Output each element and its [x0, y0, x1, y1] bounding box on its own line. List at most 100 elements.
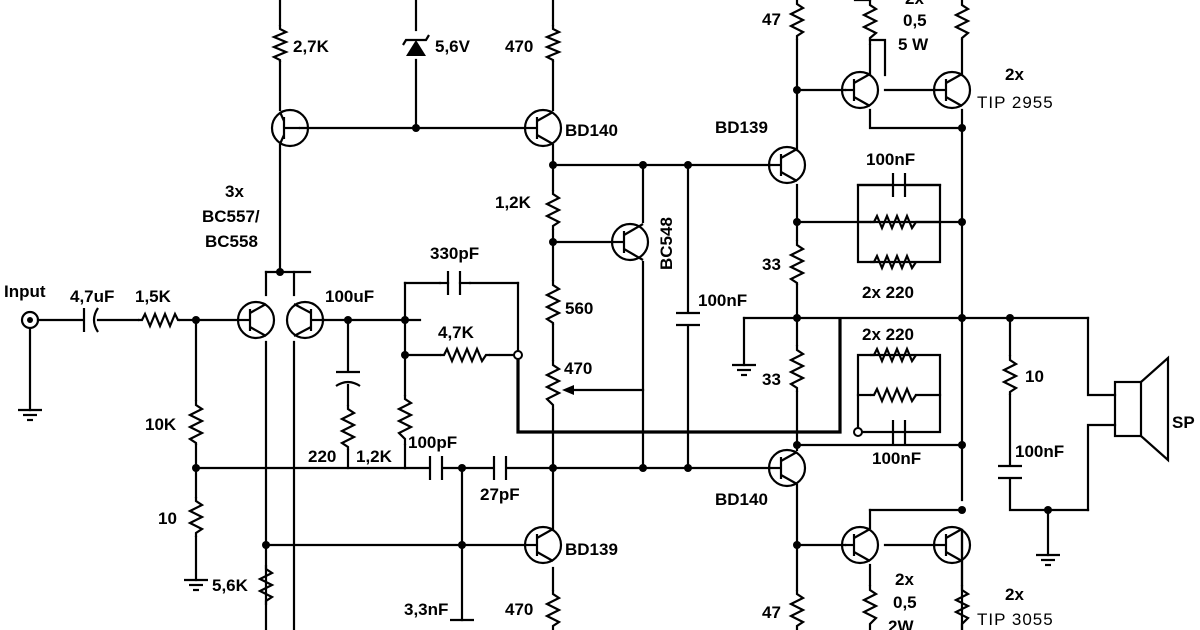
label-4k7: 4,7K [438, 323, 475, 342]
resistor-220-bottom-a [870, 346, 917, 364]
label-bd140-driver: BD140 [715, 490, 768, 509]
resistor-1k2-mid [544, 190, 562, 230]
capacitor-100uf [335, 370, 361, 387]
resistor-10k [187, 400, 205, 445]
label-r-33-top: 33 [762, 255, 781, 274]
capacitor-100nf-top [856, 173, 942, 197]
label-r-47-top: 47 [762, 10, 781, 29]
resistor-emitter-bottom-b [953, 585, 971, 630]
resistor-1k5 [138, 311, 180, 329]
resistor-1k2-left [396, 395, 414, 445]
resistor-220-left [339, 405, 357, 450]
resistor-emitter-bottom-a [861, 585, 879, 630]
capacitor-100nf-bottom [891, 420, 907, 444]
potentiometer-470 [544, 360, 562, 410]
capacitor-100pf [428, 456, 444, 480]
transistor-bd139-bottom [523, 525, 563, 565]
capacitor-zobel [998, 464, 1022, 480]
label-zobel-c: 100nF [1015, 442, 1064, 461]
ground-speaker [1036, 553, 1060, 567]
ground-symbols [18, 363, 1060, 592]
label-r-220-left: 220 [308, 447, 336, 466]
capacitor-27pf [492, 456, 508, 480]
resistor-220-top-a [870, 213, 940, 231]
label-3x: 3x [225, 182, 244, 201]
resistors [138, 0, 1019, 630]
transistor-bd140-top [523, 108, 563, 148]
ground-feedback [184, 578, 208, 592]
label-zener: 5,6V [435, 37, 471, 56]
capacitor-4u7 [82, 307, 99, 333]
label-tip3055-qty: 2x [1005, 585, 1024, 604]
transistor-tip3055-b [932, 525, 972, 565]
capacitor-100nf-mid [676, 311, 700, 327]
component-labels: Input 4,7uF 1,5K 10K 10 5,6K 2,7K 5,6V 4… [4, 0, 1195, 630]
label-re-bot-val: 0,5 [893, 593, 917, 612]
label-100nf-bottom: 100nF [872, 449, 921, 468]
label-re-top-qty: 2x [905, 0, 924, 8]
label-speaker: SP [1172, 413, 1195, 432]
transistor-bd140-driver [767, 448, 807, 488]
label-pot-470: 470 [564, 359, 592, 378]
label-bc548: BC548 [657, 217, 676, 270]
label-zobel-r: 10 [1025, 367, 1044, 386]
label-re-bot-pow: 2W [888, 617, 914, 630]
junction-dots [192, 86, 1052, 549]
label-100nf-top: 100nF [866, 150, 915, 169]
label-bc558: BC558 [205, 232, 258, 251]
label-r-33-bottom: 33 [762, 370, 781, 389]
resistor-33-top [788, 240, 806, 285]
label-bc557: BC557/ [202, 207, 260, 226]
resistor-220-bottom-b [870, 386, 917, 404]
label-bd140-top: BD140 [565, 121, 618, 140]
zener-diode [402, 34, 430, 56]
label-r-560: 560 [565, 299, 593, 318]
transistor-tip3055-a [840, 525, 880, 565]
label-r-10k: 10K [145, 415, 177, 434]
label-tip2955-qty: 2x [1005, 65, 1024, 84]
resistor-10 [187, 497, 205, 537]
resistor-4k7 [440, 346, 490, 364]
label-tip3055: TIP 3055 [977, 610, 1054, 629]
label-tip2955: TIP 2955 [977, 93, 1054, 112]
label-re-top-val: 0,5 [903, 11, 927, 30]
label-100nf-mid: 100nF [698, 291, 747, 310]
transistor-bc548 [610, 222, 650, 262]
label-r-1k2-mid: 1,2K [495, 193, 532, 212]
label-2x220-bottom: 2x 220 [862, 325, 914, 344]
label-re-bot-qty: 2x [895, 570, 914, 589]
label-r-47-bottom: 47 [762, 603, 781, 622]
label-330pf: 330pF [430, 244, 479, 263]
resistor-zobel-10 [1001, 355, 1019, 395]
label-r-1k2-left: 1,2K [356, 447, 393, 466]
label-r-2k7: 2,7K [293, 37, 330, 56]
label-input: Input [4, 282, 46, 301]
potentiometer-wiper-arrow [562, 385, 574, 395]
transistor-tip2955-a [840, 70, 880, 110]
transistor-input-left [236, 300, 276, 340]
resistor-470-bottom [544, 590, 562, 630]
label-3n3: 3,3nF [404, 600, 448, 619]
label-100uf: 100uF [325, 287, 374, 306]
label-r-470-top: 470 [505, 37, 533, 56]
label-r-10: 10 [158, 509, 177, 528]
resistor-5k6 [257, 565, 275, 605]
speaker-icon [1113, 355, 1170, 463]
label-100pf: 100pF [408, 433, 457, 452]
ground-mid [732, 363, 756, 377]
transistor-bc557-top [270, 108, 310, 148]
label-bd139-bottom: BD139 [565, 540, 618, 559]
label-bd139-driver: BD139 [715, 118, 768, 137]
label-c-in: 4,7uF [70, 287, 114, 306]
capacitors [82, 173, 1022, 622]
ground-input [18, 408, 42, 422]
resistor-470-top [544, 25, 562, 62]
resistor-220-top-b [870, 253, 917, 271]
transistor-input-right [285, 300, 325, 340]
resistor-emitter-top-a [861, 0, 879, 45]
label-r-470-bottom: 470 [505, 600, 533, 619]
label-r-5k6: 5,6K [212, 576, 249, 595]
input-jack-icon [20, 310, 40, 330]
resistor-47-bottom [788, 590, 806, 630]
